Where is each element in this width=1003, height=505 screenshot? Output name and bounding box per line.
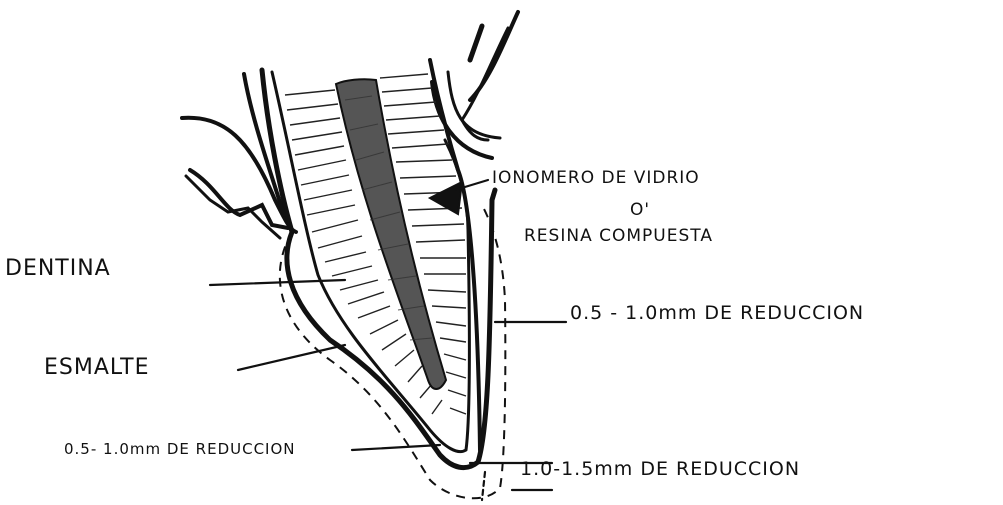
label-ionomero-de-vidrio: IONOMERO DE VIDRIO (492, 168, 700, 188)
label-resina-compuesta: RESINA COMPUESTA (524, 226, 713, 246)
label-incisal-reduction: 1.0-1.5mm DE REDUCCION (520, 458, 800, 480)
incisal-dashed-drop (482, 472, 485, 500)
leader-lingual-reduction (352, 445, 440, 450)
label-labial-reduction: 0.5 - 1.0mm DE REDUCCION (570, 302, 864, 324)
label-o: O' (630, 200, 650, 220)
leader-dentina (210, 280, 345, 285)
label-esmalte: ESMALTE (44, 355, 149, 380)
leader-esmalte (238, 345, 345, 370)
label-lingual-reduction: 0.5- 1.0mm DE REDUCCION (64, 440, 296, 458)
pulp-canal (336, 79, 446, 389)
label-dentina: DENTINA (5, 256, 111, 281)
